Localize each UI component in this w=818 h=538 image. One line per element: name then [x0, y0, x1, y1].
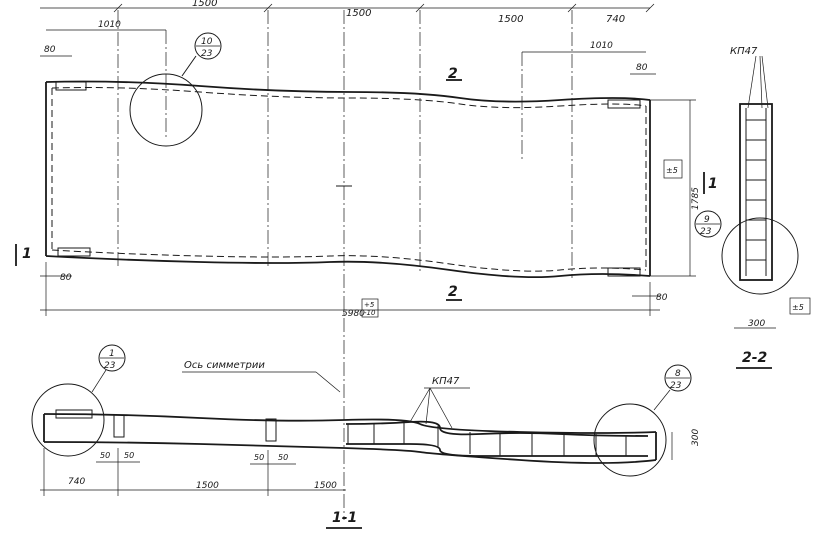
symmetry-axis-label: Ось симметрии — [184, 360, 265, 371]
plate-tr — [607, 99, 641, 109]
section11-dim-3: 1500 — [314, 481, 337, 491]
section-2-2: КП47 9 23 300 ±5 2-2 — [694, 46, 811, 369]
section22-leader-2 — [759, 55, 763, 109]
tol-total-top: +5 — [364, 301, 375, 309]
section11-callout-left-sheet: 23 — [104, 361, 116, 371]
plan-view: 1500 1500 1500 740 1010 1010 80 80 80 80… — [15, 0, 718, 520]
dim-1010-right: 1010 — [590, 41, 613, 51]
section-1-left-label: 1 — [22, 246, 32, 262]
section22-detail-circle — [721, 217, 799, 295]
section-1-right-label: 1 — [708, 176, 718, 192]
section11-gap-1: 50 — [100, 451, 110, 460]
beam-plate-left — [55, 409, 93, 419]
callout-top-sheet: 23 — [201, 49, 213, 59]
tol-height: ±5 — [666, 166, 678, 175]
section11-detail-circle-left — [31, 383, 105, 457]
beam-outline-bottom — [43, 441, 657, 464]
section-1-1: Ось симметрии КП47 1 23 8 23 300 740 150… — [31, 344, 701, 529]
dim-tick-top-4 — [567, 3, 577, 13]
dim-80-tr: 80 — [636, 63, 648, 73]
section11-callout-leader-right — [653, 389, 671, 411]
section11-gap-2: 50 — [124, 451, 134, 460]
section11-title: 1-1 — [332, 510, 357, 526]
dim-80-br: 80 — [656, 293, 668, 303]
rebar-line-bottom — [51, 249, 647, 272]
rebar-leader-2 — [425, 387, 431, 425]
dim-1010-left: 1010 — [98, 20, 121, 30]
section-2-bottom-label: 2 — [448, 284, 458, 300]
section11-height: 300 — [691, 429, 701, 446]
callout-top-num: 10 — [201, 37, 213, 47]
rebar-leader-1 — [409, 387, 431, 423]
section11-gap-4: 50 — [278, 453, 288, 462]
section22-rungs — [746, 119, 766, 261]
section11-detail-circle-right — [593, 403, 667, 477]
section11-gap-3: 50 — [254, 453, 264, 462]
dim-height: 1785 — [691, 187, 701, 210]
section22-width: 300 — [748, 319, 765, 329]
section22-title: 2-2 — [742, 350, 767, 366]
callout-bubble-top — [194, 32, 222, 60]
section11-dim-1: 740 — [68, 477, 85, 487]
dim-tick-top-5 — [645, 3, 655, 13]
section11-callout-bubble-left — [98, 344, 126, 372]
symmetry-leader-d — [315, 371, 341, 393]
plate-bl — [57, 247, 91, 257]
beam-opening-2 — [265, 418, 277, 442]
dim-tick-top-3 — [415, 3, 425, 13]
dim-top-4: 740 — [606, 14, 625, 25]
callout-leader-top — [181, 55, 197, 77]
slab-outline-bottom — [45, 255, 651, 279]
section22-tol: ±5 — [792, 303, 804, 312]
section22-callout-num: 9 — [704, 215, 710, 225]
cage-bottom-bar — [346, 443, 648, 457]
dim-tick-top-2 — [263, 3, 273, 13]
beam-opening-1 — [113, 414, 125, 438]
section11-callout-right-num: 8 — [675, 369, 681, 379]
tol-total-bottom: -10 — [364, 309, 376, 317]
section22-callout-sheet: 23 — [700, 227, 712, 237]
dim-80-bl: 80 — [60, 273, 72, 283]
tol-total-box — [361, 298, 379, 318]
dim-top-3: 1500 — [498, 14, 523, 25]
dim-top-1: 1500 — [192, 0, 217, 9]
cage-stirrups — [347, 422, 627, 456]
section22-outline — [739, 103, 773, 281]
rebar-label: КП47 — [432, 376, 460, 387]
section11-dim-2: 1500 — [196, 481, 219, 491]
section22-leader-3 — [761, 55, 769, 109]
rebar-leader-3 — [429, 387, 453, 429]
section11-callout-bubble-right — [664, 364, 692, 392]
section22-callout-bubble — [694, 210, 722, 238]
plate-tl — [55, 81, 87, 91]
section11-callout-left-num: 1 — [109, 349, 115, 359]
section11-callout-right-sheet: 23 — [670, 381, 682, 391]
section22-leader-1 — [747, 55, 757, 109]
tol-height-box — [663, 159, 683, 179]
slab-outline-top — [45, 80, 651, 103]
cage-top-bar — [345, 420, 649, 437]
dim-total: 5980 — [342, 309, 365, 319]
dim-tick-top-1 — [113, 3, 123, 13]
dim-top-2: 1500 — [346, 8, 371, 19]
dim-80-tl: 80 — [44, 45, 56, 55]
plate-br — [607, 267, 641, 277]
section-2-top-label: 2 — [448, 66, 458, 82]
section11-callout-leader-left — [91, 369, 107, 393]
detail-circle-top — [129, 73, 203, 147]
section22-tol-box — [789, 297, 811, 315]
rebar-line-top — [51, 87, 647, 109]
section22-rebar-label: КП47 — [730, 46, 758, 57]
